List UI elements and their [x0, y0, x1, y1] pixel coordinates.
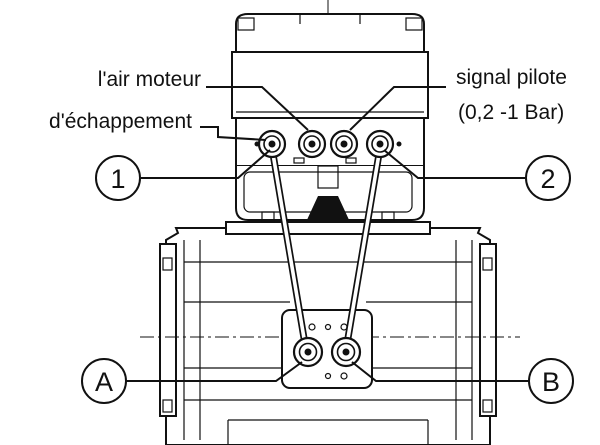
tubing [268, 144, 384, 354]
callout-a: A [81, 358, 127, 404]
callout-b: B [528, 358, 574, 404]
callout-2: 2 [525, 155, 571, 201]
leader-lines [126, 86, 529, 382]
svg-text:B: B [542, 367, 560, 397]
label-pressure-range: (0,2 -1 Bar) [458, 101, 564, 124]
label-echappement: d'échappement [49, 110, 192, 133]
port-2 [365, 129, 395, 159]
svg-text:1: 1 [110, 164, 125, 194]
callout-1: 1 [95, 155, 141, 201]
port-pilot-signal [329, 129, 359, 159]
coupling-wedge [306, 196, 350, 222]
svg-text:A: A [95, 367, 113, 397]
port-motor-air [297, 129, 327, 159]
label-signal-pilote: signal pilote [456, 66, 567, 89]
svg-text:2: 2 [540, 164, 555, 194]
port-b [330, 336, 362, 368]
port-exhaust [257, 129, 287, 159]
label-air-moteur: l'air moteur [98, 68, 201, 91]
port-a [292, 336, 324, 368]
control-box [231, 13, 429, 223]
